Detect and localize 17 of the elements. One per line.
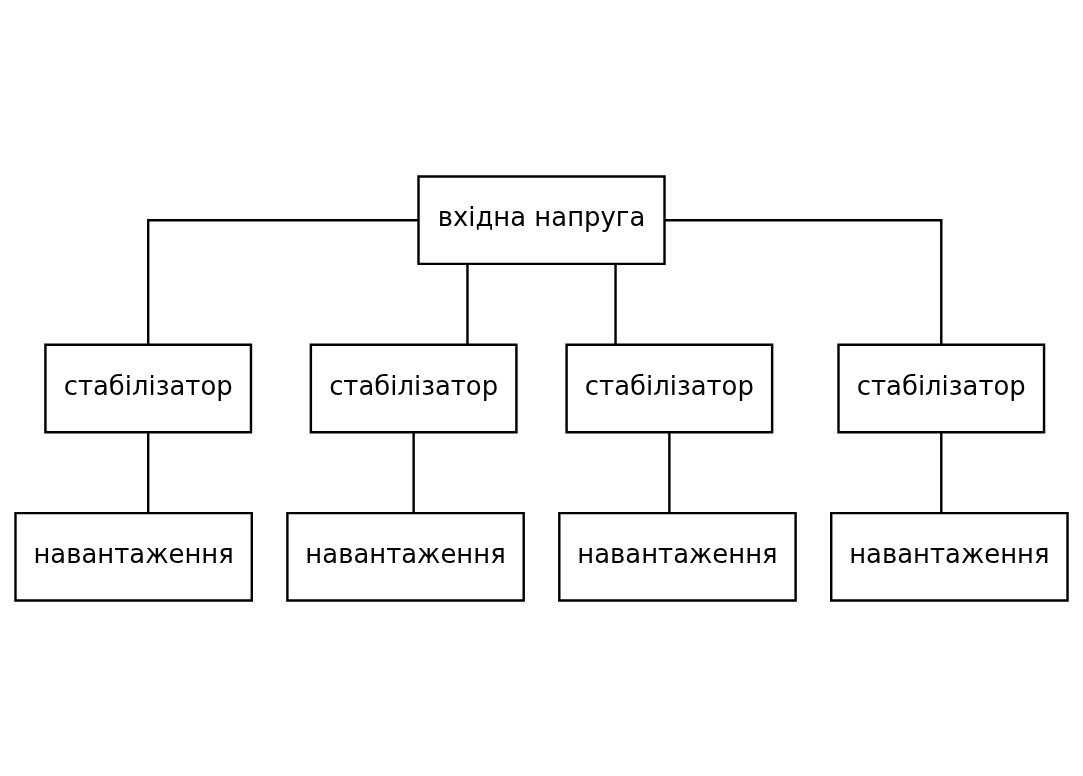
node-box: навантаження bbox=[558, 511, 797, 602]
node-box: стабілізатор bbox=[44, 343, 253, 433]
connector bbox=[147, 218, 419, 345]
node-box: вхідна напруга bbox=[417, 174, 666, 265]
connector bbox=[147, 431, 150, 513]
connector bbox=[668, 431, 671, 513]
connector bbox=[614, 263, 617, 344]
node-box: стабілізатор bbox=[309, 343, 518, 433]
connector bbox=[466, 263, 469, 344]
connector bbox=[412, 431, 415, 513]
node-box: стабілізатор bbox=[837, 343, 1046, 433]
connector bbox=[664, 218, 943, 345]
node-box: навантаження bbox=[14, 511, 253, 602]
node-box: стабілізатор bbox=[565, 343, 774, 433]
connector bbox=[940, 431, 943, 513]
node-box: навантаження bbox=[286, 511, 525, 602]
node-box: навантаження bbox=[830, 511, 1069, 602]
